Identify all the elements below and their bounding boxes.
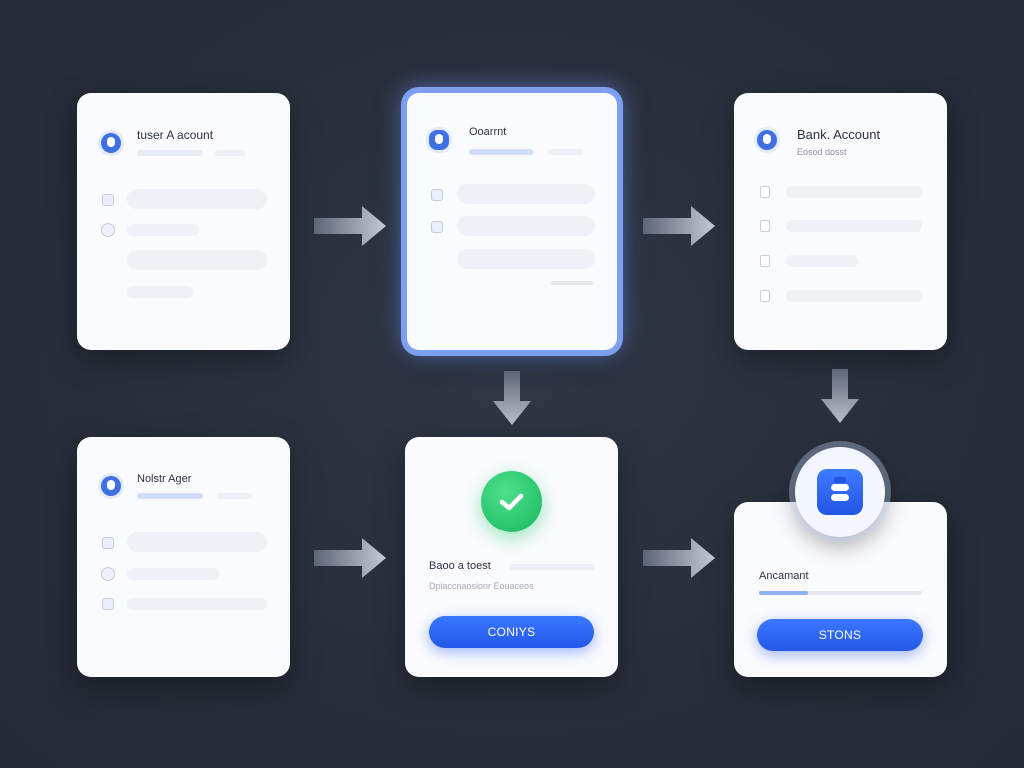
subtitle-placeholder — [217, 493, 253, 499]
subtitle-placeholder — [215, 150, 245, 156]
field-icon — [431, 221, 443, 233]
input-field[interactable] — [457, 216, 595, 236]
user-avatar-icon — [429, 130, 449, 150]
bank-badge — [795, 447, 885, 537]
arrow-down-icon — [821, 369, 859, 423]
input-field[interactable] — [457, 184, 595, 204]
subtitle-placeholder — [469, 149, 533, 155]
user-avatar-icon — [101, 133, 121, 153]
progress-track — [759, 591, 922, 595]
input-field[interactable] — [786, 255, 858, 267]
card-subtitle: Eosod dosst — [797, 147, 847, 157]
input-field[interactable] — [127, 224, 199, 236]
field-icon — [760, 255, 770, 267]
field-icon — [102, 194, 114, 206]
checkmark-icon — [499, 493, 524, 511]
input-field[interactable] — [127, 250, 267, 270]
input-field[interactable] — [457, 249, 595, 269]
card-title: tuser A acount — [137, 128, 214, 142]
subtitle-placeholder — [137, 493, 203, 499]
input-field[interactable] — [127, 189, 267, 209]
subtitle-placeholder — [137, 150, 203, 156]
card-title: Ooarrnt — [469, 126, 507, 138]
input-field[interactable] — [127, 286, 193, 298]
arrow-right-icon — [314, 206, 386, 246]
field-icon — [101, 223, 115, 237]
card-subtitle: Dpiaccnaosionr Eouaceos — [429, 581, 534, 591]
card-title: Nolstr Ager — [137, 473, 192, 485]
field-icon — [102, 537, 114, 549]
card-user-account[interactable]: tuser A acount — [77, 93, 290, 350]
card-title: Baoo a toest — [429, 560, 491, 572]
title-placeholder — [509, 564, 595, 570]
card-bank-account[interactable]: Bank. Account Eosod dosst — [734, 93, 947, 350]
field-icon — [760, 290, 770, 302]
user-avatar-icon — [101, 476, 121, 496]
arrow-right-icon — [643, 538, 715, 578]
field-icon — [102, 598, 114, 610]
helper-placeholder — [551, 281, 593, 285]
success-badge — [481, 471, 542, 532]
input-field[interactable] — [127, 532, 267, 552]
subtitle-placeholder — [547, 149, 583, 155]
input-field[interactable] — [127, 568, 219, 580]
arrow-right-icon — [314, 538, 386, 578]
input-field[interactable] — [786, 220, 922, 232]
bank-icon — [817, 469, 863, 515]
card-new-user[interactable]: Nolstr Ager — [77, 437, 290, 677]
field-icon — [101, 567, 115, 581]
arrow-right-icon — [643, 206, 715, 246]
input-field[interactable] — [786, 186, 922, 198]
arrow-down-icon — [493, 371, 531, 425]
input-field[interactable] — [786, 290, 922, 302]
field-icon — [760, 220, 770, 232]
confirm-button[interactable]: CONIYS — [429, 616, 594, 648]
bank-avatar-icon — [757, 130, 777, 150]
card-confirmation[interactable]: Baoo a toest Dpiaccnaosionr Eouaceos CON… — [405, 437, 618, 677]
submit-button[interactable]: STONS — [757, 619, 923, 651]
card-title: Ancamant — [759, 570, 809, 582]
field-icon — [431, 189, 443, 201]
progress-fill — [759, 591, 808, 595]
input-field[interactable] — [127, 598, 267, 610]
field-icon — [760, 186, 770, 198]
card-title: Bank. Account — [797, 127, 881, 142]
card-account-active[interactable]: Ooarrnt — [401, 87, 623, 356]
